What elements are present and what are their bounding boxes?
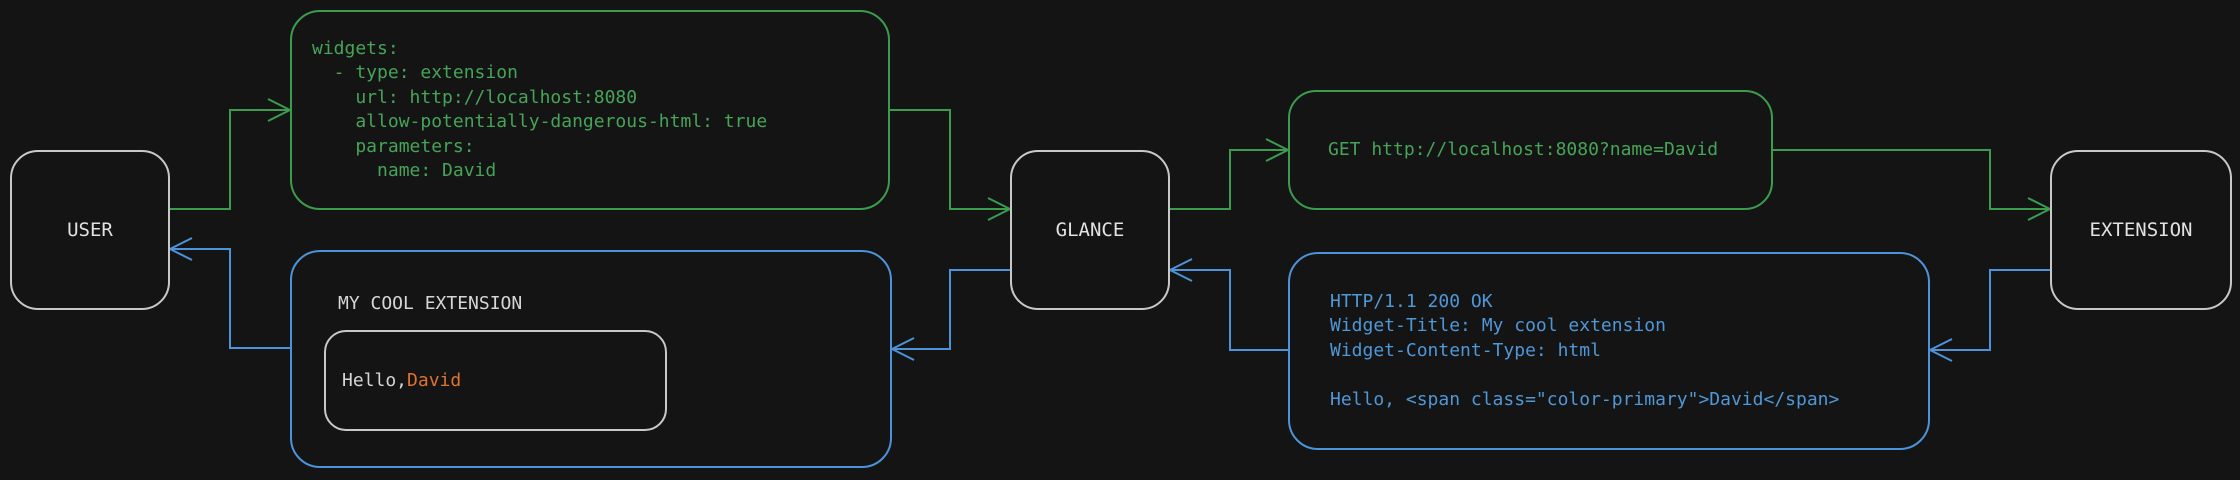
arrowhead-left-icon [169, 237, 193, 261]
edge-response-to-glance [1170, 269, 1288, 351]
arrowhead-left-icon [1169, 258, 1193, 282]
edge-glance-to-widget [892, 269, 1010, 350]
http-request-box: GET http://localhost:8080?name=David [1288, 90, 1773, 210]
response-edges [169, 237, 2050, 362]
config-yaml-box: widgets: - type: extension url: http://l… [290, 10, 890, 210]
arrowhead-right-icon [1265, 138, 1289, 162]
edge-request-to-extension [1773, 149, 2050, 210]
edge-glance-to-request [1170, 149, 1288, 210]
greeting-name: David [407, 370, 462, 391]
node-user-label: USER [67, 219, 113, 241]
node-glance-label: GLANCE [1055, 219, 1125, 241]
node-user: USER [10, 150, 170, 310]
arrowhead-right-icon [267, 98, 291, 122]
arrowhead-left-icon [1929, 338, 1953, 362]
http-response-code: HTTP/1.1 200 OK Widget-Title: My cool ex… [1330, 290, 1840, 410]
http-response-box: HTTP/1.1 200 OK Widget-Title: My cool ex… [1288, 252, 1930, 450]
arrowhead-right-icon [2027, 197, 2051, 221]
node-extension: EXTENSION [2050, 150, 2232, 310]
config-yaml-code: widgets: - type: extension url: http://l… [312, 37, 768, 182]
arrowhead-left-icon [891, 337, 915, 361]
edge-widget-to-user [170, 248, 290, 349]
widget-greeting-card: Hello, David [324, 330, 667, 431]
edge-extension-to-response [1930, 269, 2050, 351]
node-extension-label: EXTENSION [2089, 219, 2193, 241]
request-edges [170, 98, 2051, 221]
edge-user-to-config [170, 109, 290, 210]
arrowhead-right-icon [987, 197, 1011, 221]
http-request-code: GET http://localhost:8080?name=David [1328, 138, 1719, 160]
node-glance: GLANCE [1010, 150, 1170, 310]
greeting-prefix: Hello, [342, 370, 408, 391]
widget-preview-box: MY COOL EXTENSION Hello, David [290, 250, 892, 468]
widget-title: MY COOL EXTENSION [338, 293, 523, 314]
edge-config-to-glance [890, 109, 1010, 210]
